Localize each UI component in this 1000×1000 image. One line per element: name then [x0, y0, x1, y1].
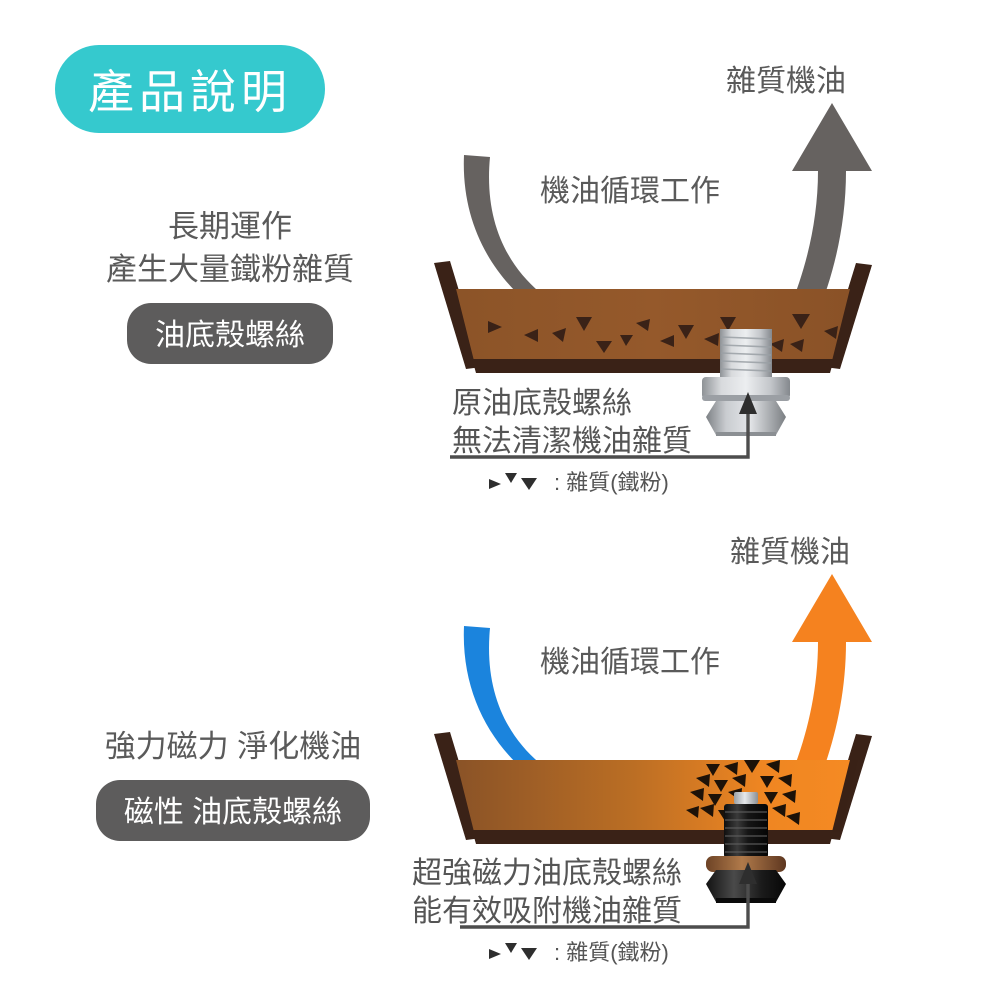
after-diagram: [420, 566, 920, 903]
after-legend-icons: [489, 943, 537, 960]
after-legend-label: : 雜質(鐵粉): [554, 940, 669, 965]
after-pill-label: 磁性 油底殼螺絲: [95, 780, 371, 841]
page-title: 產品說明: [88, 66, 292, 118]
before-left-line-1: 長期運作: [168, 209, 292, 244]
after-diagram-svg: [434, 574, 872, 903]
before-caption-line-2: 無法清潔機油雜質: [452, 425, 692, 458]
before-legend: : 雜質(鐵粉): [485, 465, 669, 497]
after-particles: [686, 760, 800, 825]
after-top-label: 雜質機油: [730, 536, 850, 569]
before-left-caption: 長期運作 產生大量鐵粉雜質 油底殼螺絲: [60, 205, 400, 364]
after-caption-line-1: 超強磁力油底殼螺絲: [412, 857, 682, 890]
before-left-line-2: 產生大量鐵粉雜質: [106, 252, 354, 287]
before-leader-line: [440, 380, 780, 470]
before-pill-label: 油底殼螺絲: [127, 303, 333, 364]
before-diagram: [420, 95, 920, 436]
before-caption-line-1: 原油底殼螺絲: [452, 387, 632, 420]
after-leader-svg: [460, 862, 757, 929]
before-drain-bolt: [702, 329, 790, 436]
before-top-label: 雜質機油: [726, 65, 846, 98]
after-left-caption: 強力磁力 淨化機油 磁性 油底殼螺絲: [58, 725, 408, 841]
before-legend-label: : 雜質(鐵粉): [554, 470, 669, 495]
after-caption: 超強磁力油底殼螺絲 能有效吸附機油雜質: [412, 855, 682, 931]
after-left-line-1: 強力磁力 淨化機油: [104, 729, 362, 764]
after-cycle-label: 機油循環工作: [540, 646, 720, 679]
before-legend-icons: [489, 473, 537, 490]
before-diagram-svg: [434, 103, 872, 436]
before-leader-svg: [450, 392, 757, 459]
page-title-badge: 產品說明: [55, 45, 325, 133]
after-caption-line-2: 能有效吸附機油雜質: [412, 895, 682, 928]
after-legend: : 雜質(鐵粉): [485, 935, 669, 967]
before-cycle-label: 機油循環工作: [540, 175, 720, 208]
after-magnetic-bolt: [706, 792, 786, 903]
before-caption: 原油底殼螺絲 無法清潔機油雜質: [452, 385, 692, 461]
after-leader-line: [440, 850, 780, 940]
